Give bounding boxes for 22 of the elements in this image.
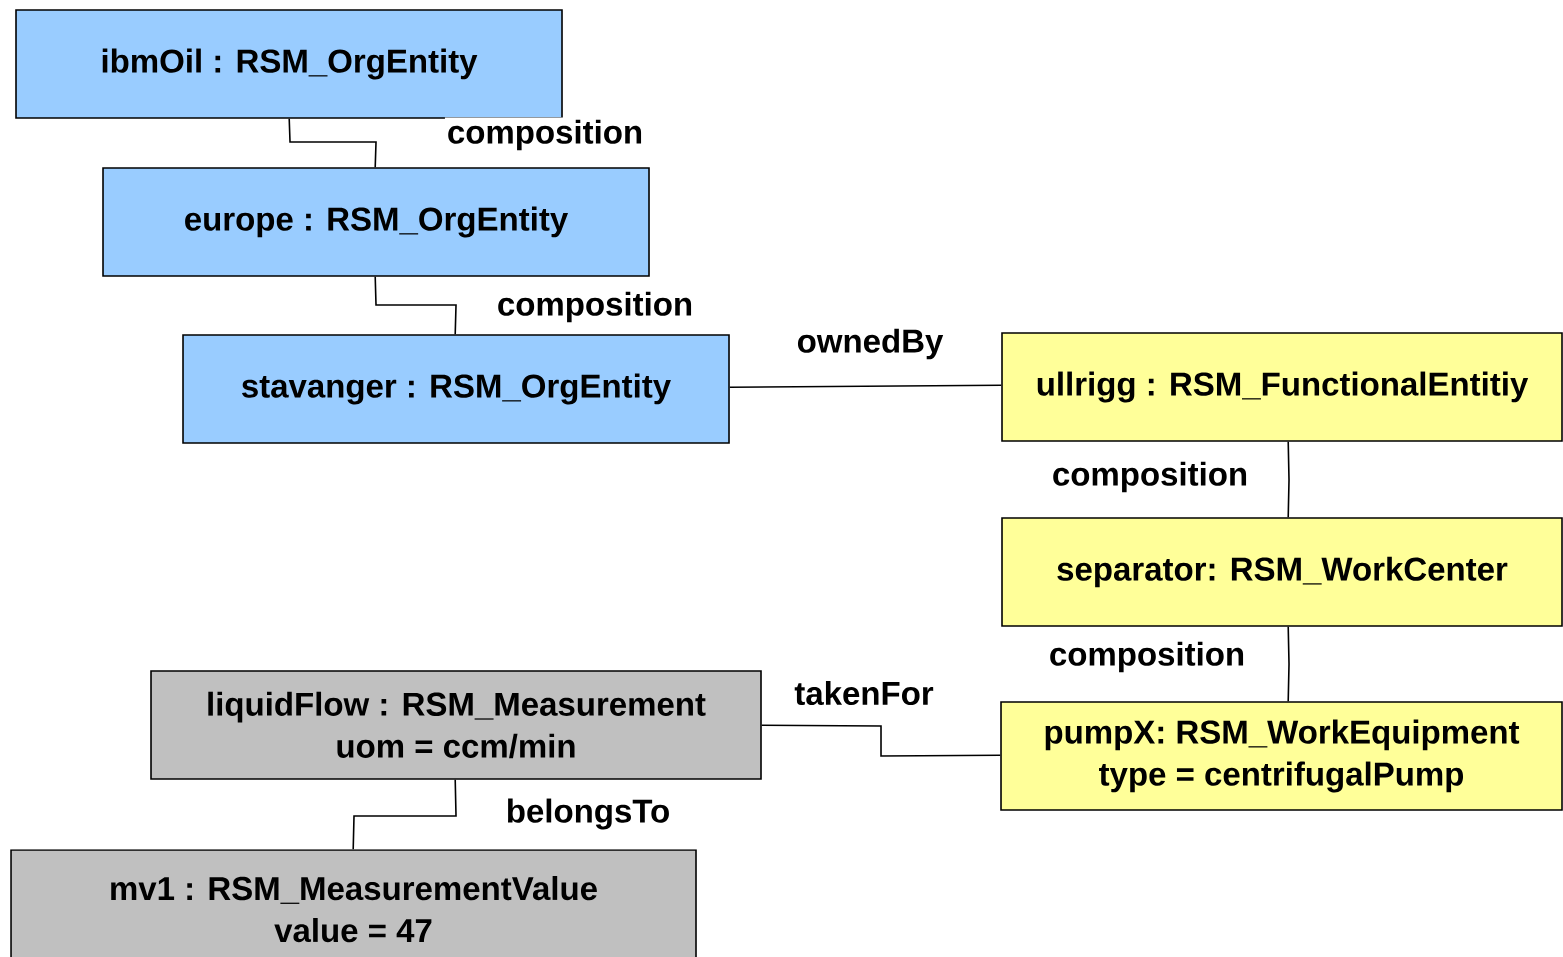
class-box: ullrigg : RSM_FunctionalEntitiy [1001, 332, 1563, 442]
edge-label: takenFor [792, 678, 936, 708]
edge-label: composition [1046, 639, 1248, 675]
connector [374, 276, 457, 335]
edge-label: composition [1049, 459, 1251, 495]
class-box: separator: RSM_WorkCenter [1001, 517, 1563, 627]
connector [352, 779, 457, 850]
edge-label: ownedBy [794, 326, 946, 362]
connector [1287, 626, 1290, 702]
connector [288, 118, 377, 168]
class-box: ibmOil : RSM_OrgEntity [15, 9, 563, 119]
edge-label: composition [444, 117, 646, 153]
class-box: pumpX: RSM_WorkEquipment type = centrifugalPump [1000, 701, 1563, 811]
edge-label: composition [494, 289, 696, 325]
class-box: europe : RSM_OrgEntity [102, 167, 650, 277]
edge-label: belongsTo [503, 796, 673, 832]
class-box: mv1 : RSM_MeasurementValue value = 47 [10, 849, 697, 957]
class-box: stavanger : RSM_OrgEntity [182, 334, 730, 444]
connector [1287, 441, 1290, 518]
connector [729, 384, 1002, 388]
connector [761, 724, 1001, 757]
class-box: liquidFlow : RSM_Measurement uom = ccm/min [150, 670, 762, 780]
